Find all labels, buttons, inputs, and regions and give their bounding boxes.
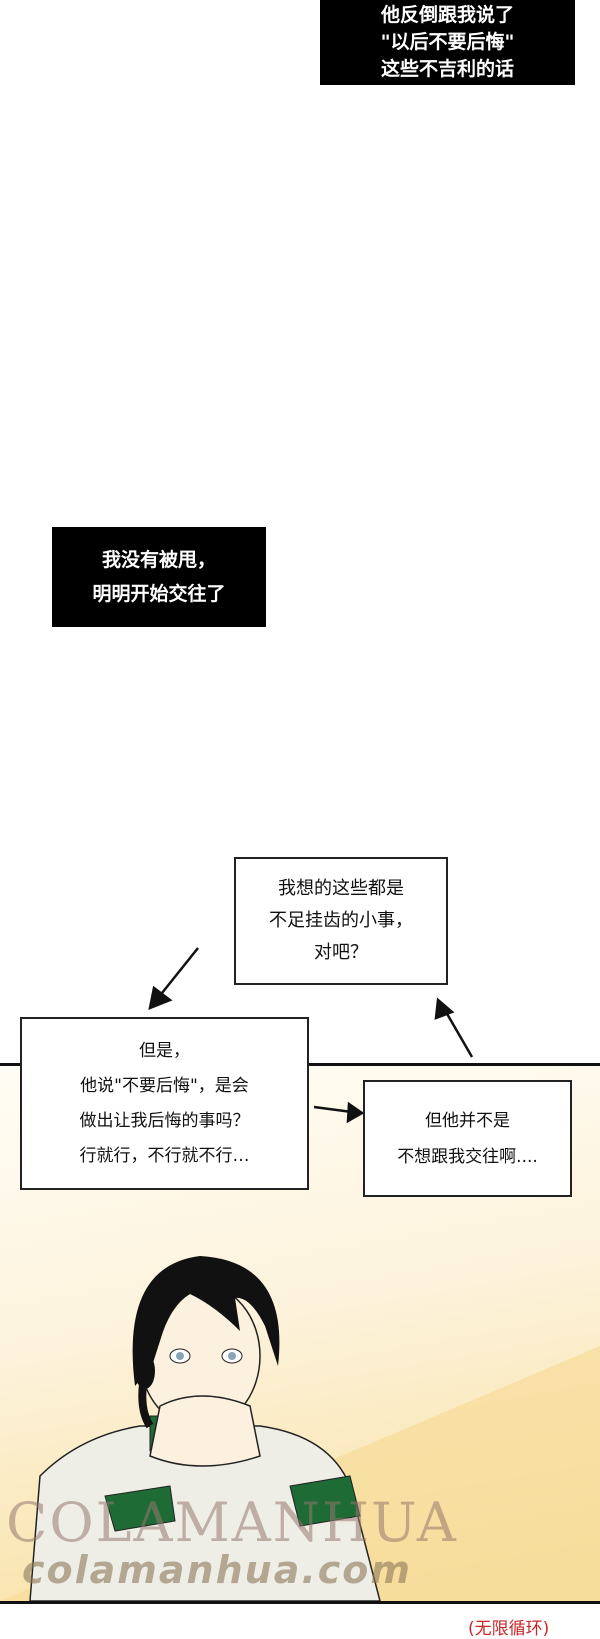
caption-line: 他反倒跟我说了 — [380, 4, 514, 26]
thought-box-left: 但是， 他说"不要后悔"，是会 做出让我后悔的事吗？ 行就行，不行就不行… — [20, 1017, 309, 1190]
thought-line: 他说"不要后悔"，是会 — [80, 1075, 249, 1096]
thought-line: 做出让我后悔的事吗？ — [79, 1110, 250, 1131]
caption-line: 这些不吉利的话 — [380, 58, 514, 80]
caption-line: 明明开始交往了 — [92, 583, 226, 605]
thought-box-top: 我想的这些都是 不足挂齿的小事， 对吧？ — [234, 857, 448, 985]
thought-line: 但是， — [139, 1040, 190, 1061]
thought-line: 我想的这些都是 — [278, 878, 404, 899]
thought-line: 不足挂齿的小事， — [269, 910, 413, 931]
character-illustration — [0, 1256, 600, 1601]
thought-line: 但他并不是 — [425, 1110, 510, 1131]
footer-note: (无限循环) — [468, 1619, 550, 1639]
thought-line: 行就行，不行就不行… — [79, 1145, 250, 1166]
thought-line: 对吧？ — [314, 942, 368, 963]
caption-box-top: 他反倒跟我说了 "以后不要后悔" 这些不吉利的话 — [320, 0, 575, 85]
caption-box-middle: 我没有被甩， 明明开始交往了 — [52, 527, 266, 627]
arrow-down-left — [148, 947, 199, 1011]
arrow-right — [313, 1101, 365, 1124]
arrow-up — [434, 997, 474, 1058]
watermark-title: COLAMANHUA — [6, 1491, 458, 1554]
thought-box-right: 但他并不是 不想跟我交往啊.... — [363, 1080, 572, 1197]
watermark-url: colamanhua.com — [22, 1548, 413, 1592]
thought-line: 不想跟我交往啊.... — [397, 1146, 538, 1167]
caption-line: 我没有被甩， — [101, 549, 216, 571]
caption-line: "以后不要后悔" — [380, 31, 515, 53]
